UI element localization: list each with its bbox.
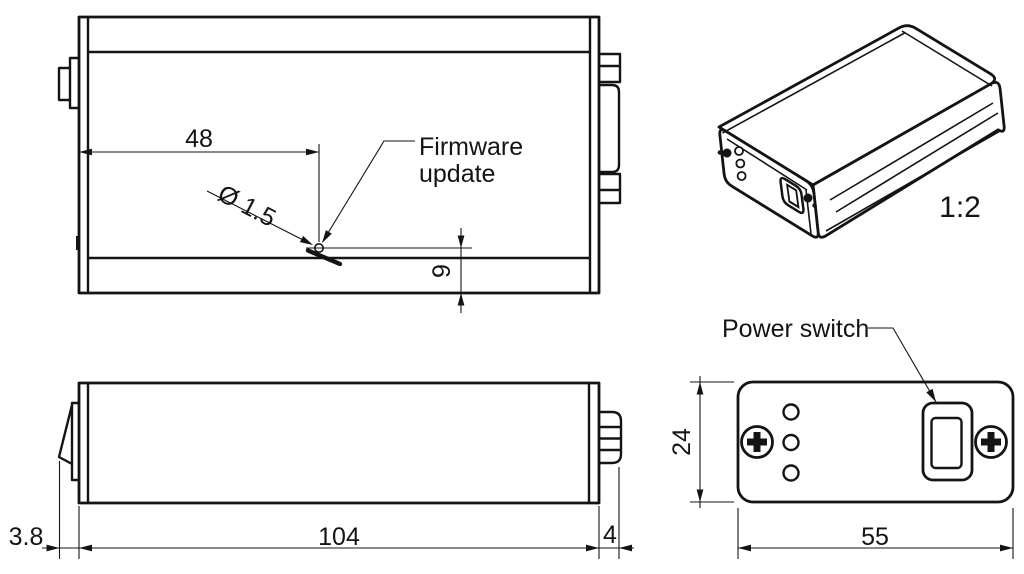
dim-3-8-label: 3.8 [9,523,44,551]
power-switch-leader [868,327,937,403]
led-hole-2 [782,433,800,452]
dsub-connector-side [599,410,623,465]
hole-slot-mark [305,248,343,267]
side-end-plates [86,383,591,503]
power-switch-label: Power switch [722,315,869,343]
dim-55-label: 55 [861,523,889,551]
iso-front-face [718,128,820,239]
front-view: 24 55 Power switch [668,315,1015,559]
dim-9-label: 9 [428,264,456,278]
power-switch-arrow [926,388,936,402]
enclosure-side-outline [77,381,601,505]
left-screw [740,425,774,459]
dim-diameter-leader [206,190,312,245]
dim-48-label: 48 [185,125,213,153]
usb-connector-top [57,56,79,110]
dim-diameter-arrow [299,235,313,245]
iso-extrusion-groove-lines [825,102,1001,232]
side-view: 3.8 104 4 [9,381,634,559]
power-switch-bezel [921,401,974,482]
led-hole-3 [782,464,800,482]
power-switch-key [930,416,963,470]
dim-55-lines [737,508,1014,559]
right-screw [974,425,1008,459]
firmware-callout-line1: Firmware [419,133,523,161]
bottom-dim-lines [42,461,634,559]
iso-led-hole-1 [734,146,744,156]
power-switch-side [57,401,79,482]
firmware-callout-line2: update [419,160,495,188]
firmware-callout-arrow [322,230,332,243]
right-screw-cross-icon [981,432,1001,452]
dim-24-arrows [696,382,704,502]
iso-led-hole-3 [736,171,747,181]
dim-24-label: 24 [668,428,696,456]
edge-notch [76,236,80,250]
iso-side-face [811,81,1006,239]
dim-104-label: 104 [318,523,360,551]
enclosure-top-outline [77,15,601,295]
iso-right-screw [803,193,813,203]
dim-48-lines [79,144,320,242]
dim-24-lines [690,376,734,508]
iso-led-hole-2 [735,158,746,169]
dsub-connector-top [600,52,622,205]
top-view: 48 Ø 1.5 Firmware update 9 [57,15,622,313]
iso-seam-lines [722,30,993,235]
enclosure-end-plates-and-body-lines [86,17,592,293]
firmware-callout-leader [322,140,415,243]
dim-diameter-label: Ø 1.5 [213,179,280,232]
front-panel-outline [736,380,1015,504]
iso-power-switch-key [788,186,798,205]
led-hole-1 [782,403,800,421]
iso-left-screw [722,148,732,158]
iso-right-screw-edge-mark [812,203,817,208]
scale-label: 1:2 [939,191,981,224]
dim-4-label: 4 [603,521,617,549]
iso-left-screw-edge-mark [717,150,722,155]
isometric-view: 1:2 [717,24,1006,239]
left-screw-cross-icon [747,432,767,452]
